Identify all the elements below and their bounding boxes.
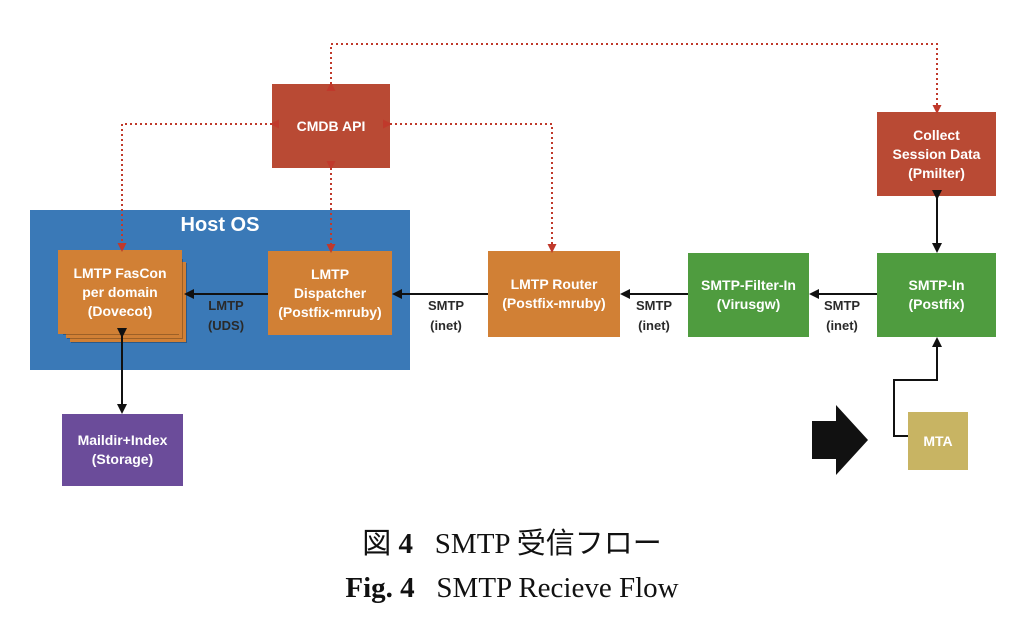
caption-japanese: 図 4 SMTP 受信フロー xyxy=(0,520,1024,562)
cmdb-router-connector xyxy=(383,119,557,253)
collect-session-data-node: Collect Session Data (Pmilter) xyxy=(877,112,996,196)
incoming-mail-arrow-icon xyxy=(812,405,868,475)
cmdb-collect-connector xyxy=(326,43,942,114)
caption-en-number: 4 xyxy=(400,572,415,604)
caption-jp-number: 4 xyxy=(398,528,414,560)
smtp-inet-label-1: SMTP (inet) xyxy=(427,298,465,333)
smtp-in-node: SMTP-In (Postfix) xyxy=(877,253,996,337)
smtp-inet-label-3: SMTP (inet) xyxy=(823,298,861,333)
cmdb-fascon-connector xyxy=(117,119,279,252)
lmtp-dispatcher-node: LMTP Dispatcher (Postfix-mruby) xyxy=(268,251,392,335)
lmtp-router-node: LMTP Router (Postfix-mruby) xyxy=(488,251,620,337)
mta-to-smtp-in-arrow xyxy=(893,337,942,437)
caption-english: Fig. 4 SMTP Recieve Flow xyxy=(0,572,1024,605)
lmtp-uds-label: LMTP (UDS) xyxy=(207,298,245,333)
mta-node: MTA xyxy=(908,412,968,470)
maildir-storage-node: Maildir+Index (Storage) xyxy=(62,414,183,486)
caption-en-title: SMTP Recieve Flow xyxy=(436,572,679,604)
caption-jp-title: SMTP 受信フロー xyxy=(434,528,662,560)
smtp-filter-in-node: SMTP-Filter-In (Virusgw) xyxy=(688,253,809,337)
caption-en-prefix: Fig. xyxy=(345,572,393,604)
caption-jp-prefix: 図 xyxy=(362,528,392,560)
lmtp-fascon-node: LMTP FasCon per domain (Dovecot) xyxy=(58,250,182,334)
smtp-inet-label-2: SMTP (inet) xyxy=(635,298,673,333)
